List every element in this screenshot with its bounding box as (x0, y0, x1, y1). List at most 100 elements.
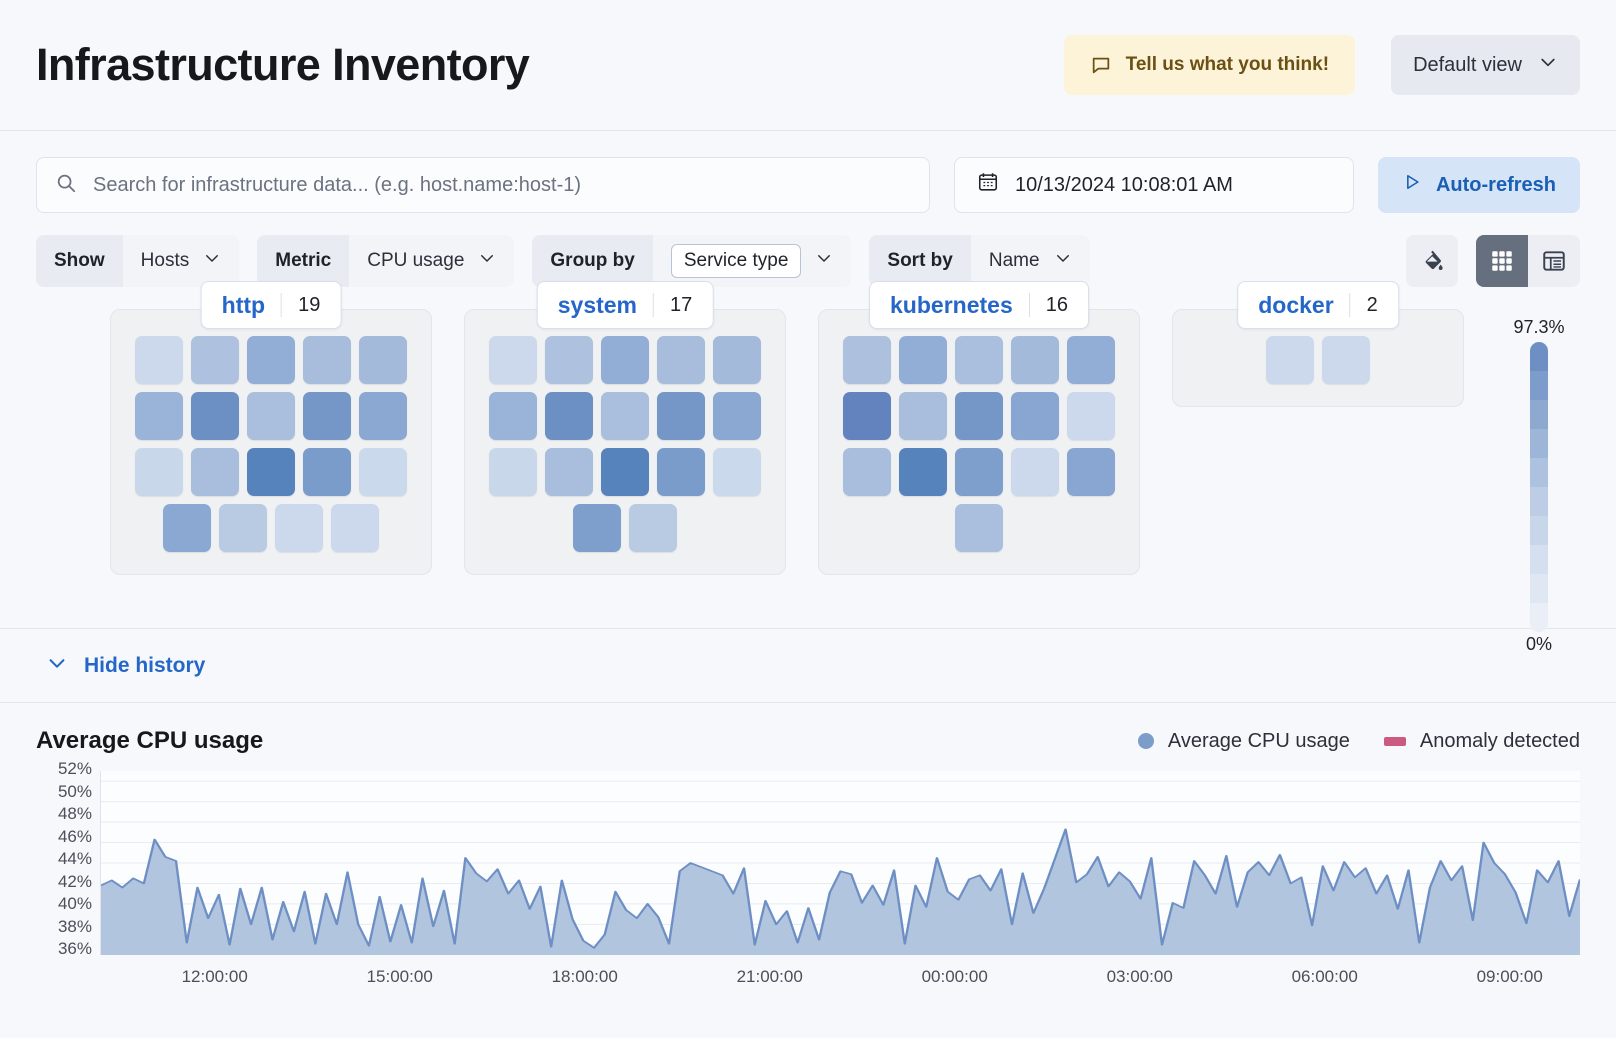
auto-refresh-button[interactable]: Auto-refresh (1377, 157, 1580, 213)
host-cell[interactable] (601, 392, 649, 440)
legend-item-anomaly-detected[interactable]: Anomaly detected (1383, 730, 1580, 753)
history-chart: Average CPU usage Average CPU usage Anom… (0, 703, 1616, 986)
filter-show-value[interactable]: Hosts (122, 235, 240, 287)
cell-row (135, 448, 407, 496)
feedback-button[interactable]: Tell us what you think! (1063, 35, 1356, 95)
host-cell[interactable] (219, 504, 267, 552)
filter-metric-value[interactable]: CPU usage (349, 235, 515, 287)
host-cell[interactable] (191, 448, 239, 496)
legend-item-average-cpu-usage[interactable]: Average CPU usage (1137, 730, 1350, 753)
toolbar: 10/13/2024 10:08:01 AM Auto-refresh Show… (0, 131, 1616, 287)
cell-row (843, 336, 1115, 384)
host-cell[interactable] (1067, 392, 1115, 440)
host-cell[interactable] (489, 392, 537, 440)
host-cell[interactable] (601, 336, 649, 384)
host-cell[interactable] (359, 448, 407, 496)
paint-bucket-icon[interactable] (1406, 235, 1458, 287)
host-cell[interactable] (247, 392, 295, 440)
host-cell[interactable] (843, 336, 891, 384)
host-cell[interactable] (713, 336, 761, 384)
group-badge[interactable]: kubernetes 16 (869, 281, 1089, 329)
host-cell[interactable] (1266, 336, 1314, 384)
filter-sort-by-value[interactable]: Name (970, 235, 1090, 287)
table-view-icon[interactable] (1528, 235, 1580, 287)
filter-group-by-value[interactable]: Service type (652, 235, 852, 287)
host-cell[interactable] (247, 448, 295, 496)
host-cell[interactable] (955, 392, 1003, 440)
host-cell[interactable] (331, 504, 379, 552)
chart-plot-area[interactable] (100, 771, 1580, 955)
cell-row (163, 504, 379, 552)
filter-metric-value-text: CPU usage (367, 250, 465, 271)
host-cell[interactable] (899, 336, 947, 384)
host-cell[interactable] (135, 448, 183, 496)
host-cell[interactable] (359, 336, 407, 384)
host-cell[interactable] (191, 336, 239, 384)
filter-show-label: Show (36, 235, 123, 287)
host-cell[interactable] (303, 336, 351, 384)
host-cell[interactable] (135, 392, 183, 440)
x-tick-label: 18:00:00 (551, 967, 618, 986)
host-cell[interactable] (135, 336, 183, 384)
badge-separator (1028, 293, 1030, 317)
host-cell[interactable] (955, 504, 1003, 552)
host-cell[interactable] (843, 392, 891, 440)
host-cell[interactable] (899, 448, 947, 496)
host-cell[interactable] (573, 504, 621, 552)
chart-svg (101, 771, 1580, 955)
host-cell[interactable] (1067, 448, 1115, 496)
host-cell[interactable] (1011, 336, 1059, 384)
date-range-picker[interactable]: 10/13/2024 10:08:01 AM (953, 157, 1354, 213)
cell-row (489, 448, 761, 496)
host-cell[interactable] (843, 448, 891, 496)
host-cell[interactable] (303, 392, 351, 440)
host-cell[interactable] (489, 336, 537, 384)
host-cell[interactable] (1067, 336, 1115, 384)
host-cell[interactable] (163, 504, 211, 552)
host-cell[interactable] (1011, 448, 1059, 496)
cell-row (135, 336, 407, 384)
host-cell[interactable] (359, 392, 407, 440)
host-cell[interactable] (303, 448, 351, 496)
group-count: 19 (298, 293, 321, 316)
host-cell[interactable] (601, 448, 649, 496)
group-badge[interactable]: docker 2 (1237, 281, 1399, 329)
search-input[interactable] (91, 172, 911, 198)
y-tick-label: 40% (57, 894, 92, 913)
host-cell[interactable] (713, 392, 761, 440)
page-header: Infrastructure Inventory Tell us what yo… (0, 0, 1616, 131)
hide-history-label: Hide history (84, 653, 206, 677)
group-badge[interactable]: system 17 (536, 281, 714, 329)
host-cell[interactable] (657, 336, 705, 384)
host-cell[interactable] (899, 392, 947, 440)
filter-show-value-text: Hosts (140, 250, 190, 271)
group-badge[interactable]: http 19 (200, 281, 342, 329)
legend-step (1530, 371, 1548, 400)
legend-step (1530, 429, 1548, 458)
group-cells (818, 309, 1140, 575)
host-cell[interactable] (1322, 336, 1370, 384)
host-cell[interactable] (657, 448, 705, 496)
host-cell[interactable] (1011, 392, 1059, 440)
host-cell[interactable] (191, 392, 239, 440)
host-cell[interactable] (545, 336, 593, 384)
host-cell[interactable] (629, 504, 677, 552)
host-cell[interactable] (247, 336, 295, 384)
grid-view-icon[interactable] (1476, 235, 1528, 287)
default-view-selector[interactable]: Default view (1391, 35, 1580, 95)
host-cell[interactable] (545, 448, 593, 496)
host-cell[interactable] (545, 392, 593, 440)
host-cell[interactable] (713, 448, 761, 496)
host-cell[interactable] (955, 336, 1003, 384)
host-cell[interactable] (489, 448, 537, 496)
group-name: system (557, 291, 638, 318)
host-cell[interactable] (275, 504, 323, 552)
comment-icon (1090, 54, 1112, 76)
y-tick-label: 52% (57, 759, 92, 778)
filter-metric-label: Metric (257, 235, 350, 287)
host-cell[interactable] (955, 448, 1003, 496)
search-box[interactable] (36, 157, 930, 213)
hide-history-toggle[interactable]: Hide history (0, 629, 1616, 703)
host-cell[interactable] (657, 392, 705, 440)
